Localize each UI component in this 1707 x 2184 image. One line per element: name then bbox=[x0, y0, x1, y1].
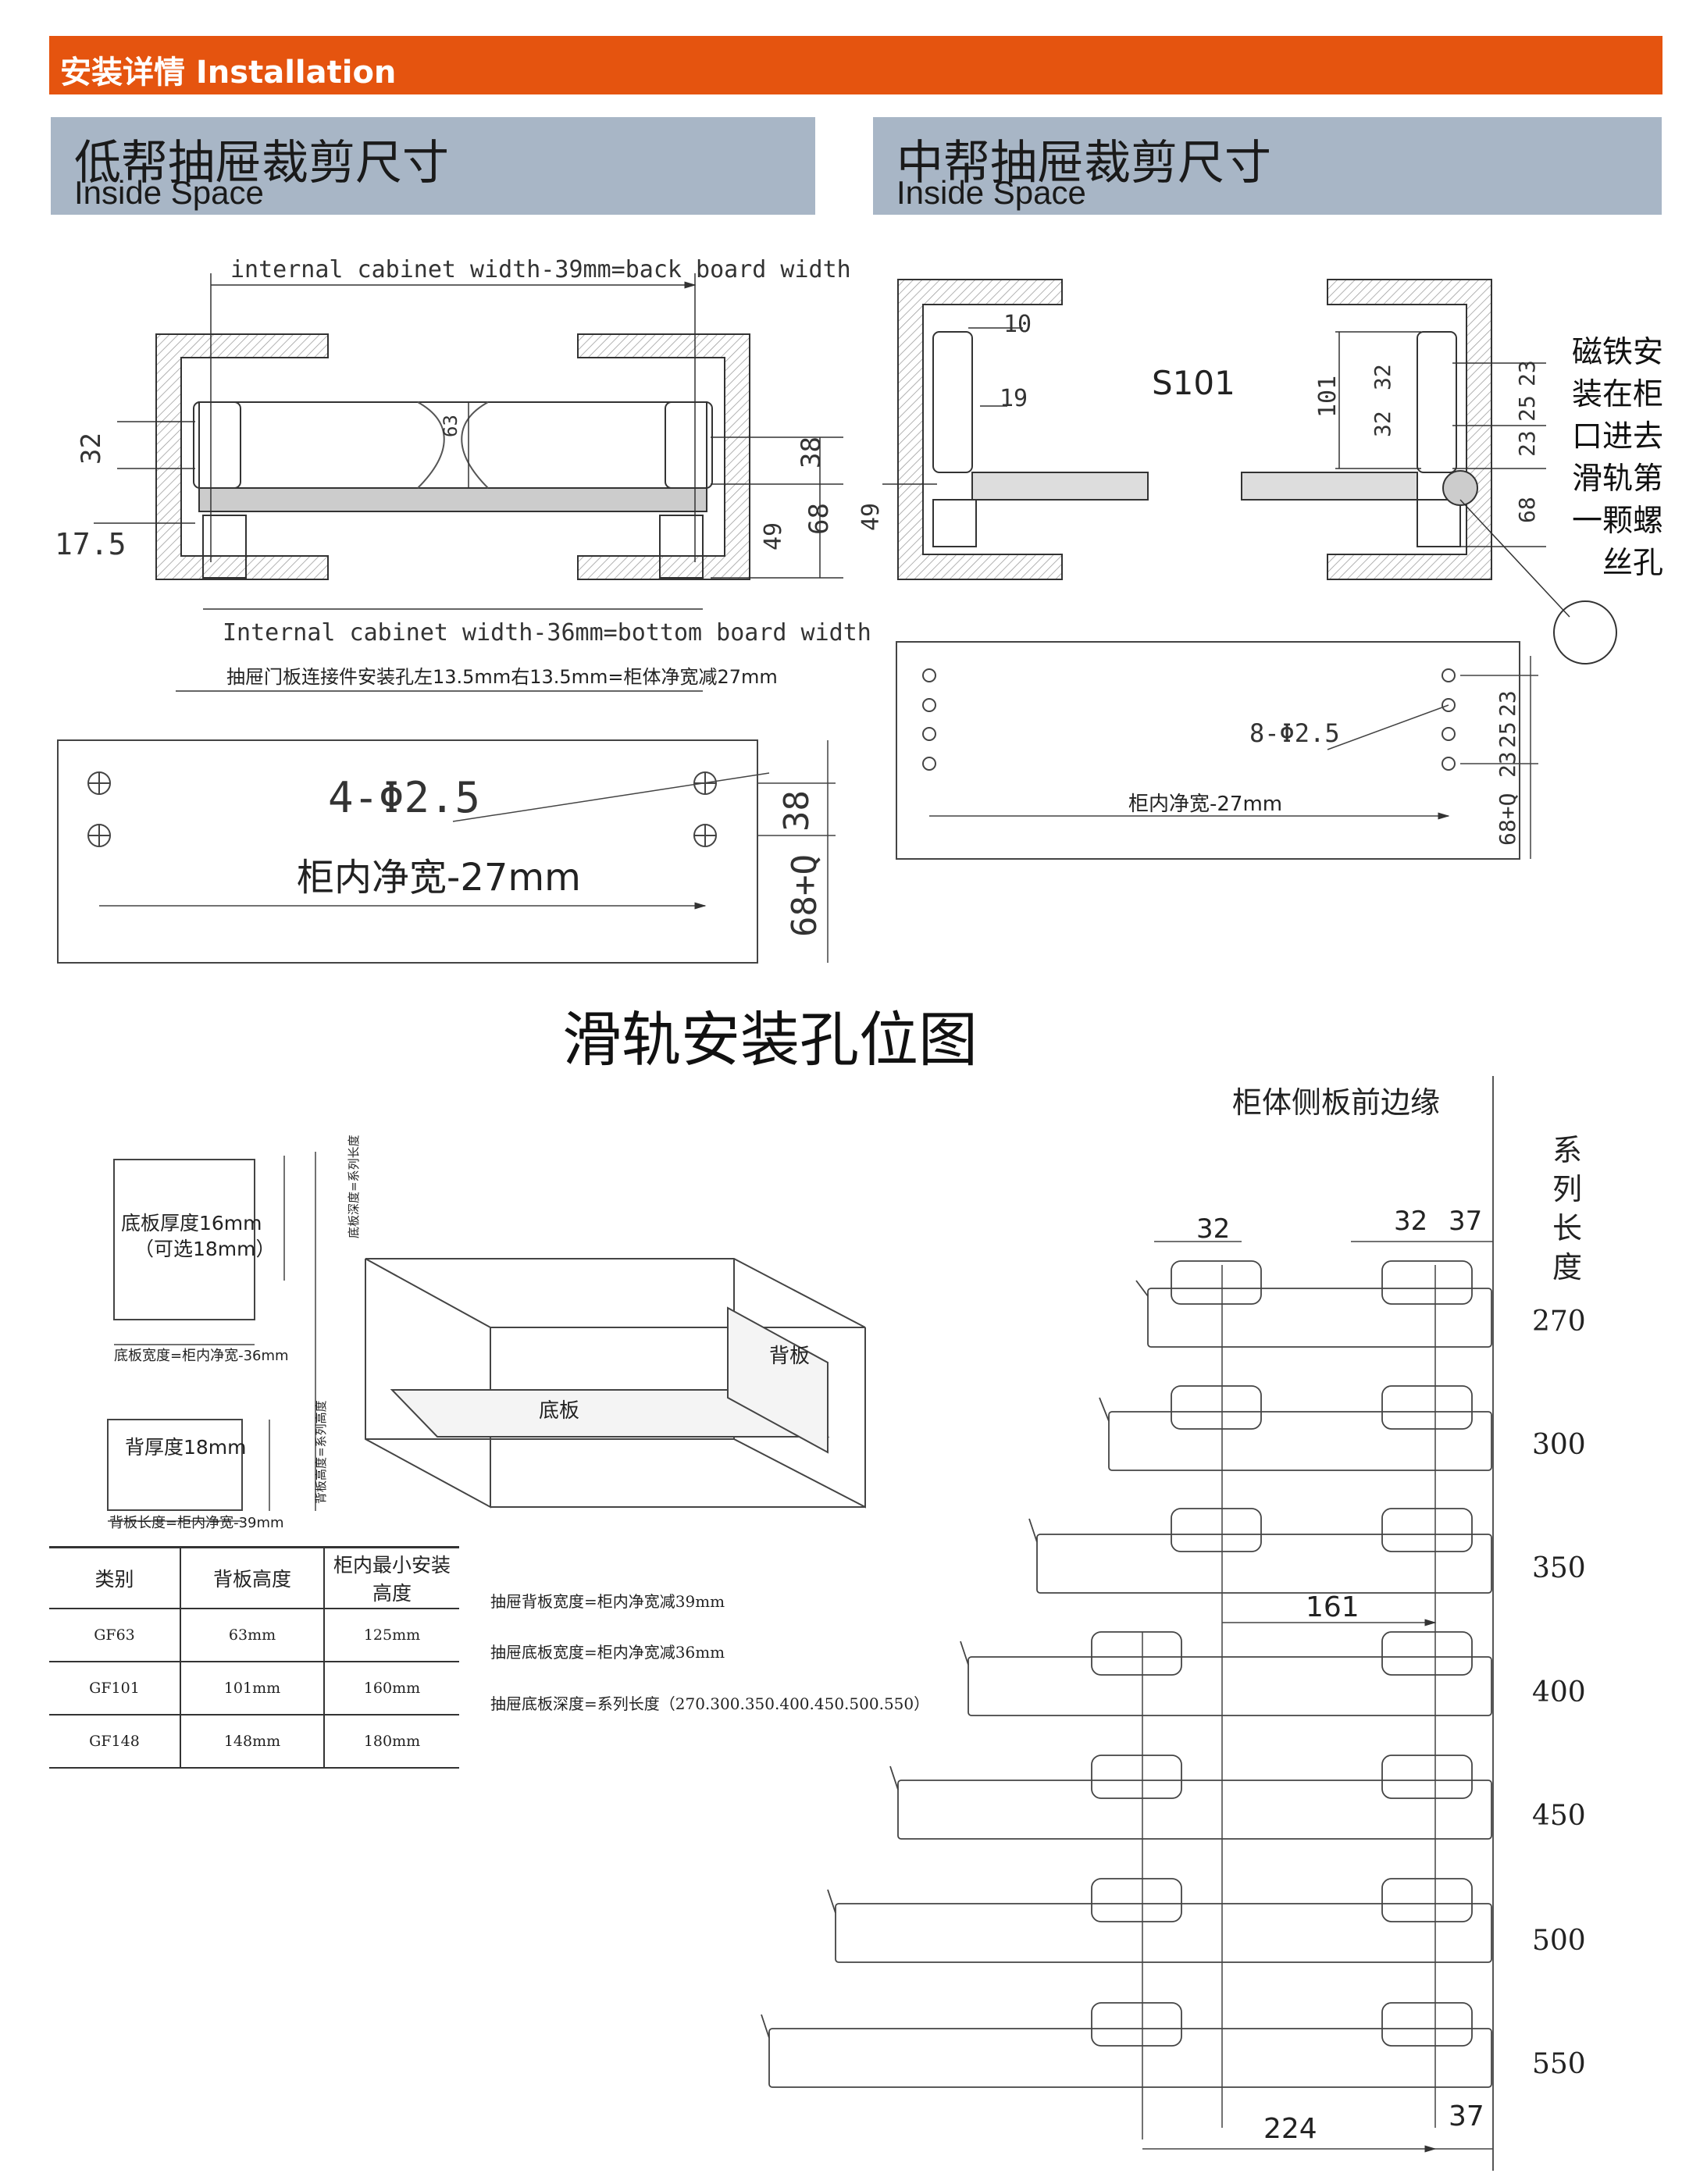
hole-dim-68q-mid: 68+Q bbox=[1495, 793, 1520, 846]
length-550: 550 bbox=[1532, 2048, 1586, 2080]
rail-270 bbox=[1135, 1260, 1492, 1348]
rail-300 bbox=[1099, 1385, 1492, 1471]
back-length-label: 背板长度=柜内净宽-39mm bbox=[109, 1515, 284, 1531]
dim-23-b: 23 bbox=[1514, 430, 1540, 457]
note-bottom-width: 抽屉底板宽度=柜内净宽减36mm bbox=[490, 1643, 725, 1662]
dim-10: 10 bbox=[1003, 311, 1032, 338]
rail-400 bbox=[960, 1631, 1492, 1716]
table-cell: 180mm bbox=[323, 1715, 459, 1769]
table-row: GF63 63mm 125mm bbox=[49, 1609, 459, 1662]
bottom-board-opt: （可选18mm） bbox=[134, 1238, 276, 1260]
front-edge-label: 柜体侧板前边缘 bbox=[1232, 1085, 1440, 1120]
dim-38: 38 bbox=[796, 436, 827, 469]
table-header: 背板高度 bbox=[180, 1546, 324, 1609]
connector-note: 抽屉门板连接件安装孔左13.5mm右13.5mm=柜体净宽减27mm bbox=[226, 666, 778, 688]
rail-500 bbox=[827, 1878, 1492, 1963]
hole-dim-25: 25 bbox=[1495, 721, 1520, 748]
iso-bottom-label: 底板 bbox=[539, 1399, 579, 1423]
dim-37-rail: 37 bbox=[1449, 1206, 1482, 1237]
table-cell: 101mm bbox=[180, 1662, 324, 1715]
length-300: 300 bbox=[1532, 1429, 1586, 1461]
low-drawer-hole-plate bbox=[57, 739, 836, 964]
rail-550 bbox=[761, 2002, 1492, 2088]
rail-section-title: 滑轨安装孔位图 bbox=[562, 1005, 978, 1074]
table-row: GF101 101mm 160mm bbox=[49, 1662, 459, 1715]
hole-dim-23-b: 23 bbox=[1495, 751, 1520, 778]
dim-17-5: 17.5 bbox=[55, 527, 127, 561]
length-500: 500 bbox=[1532, 1925, 1586, 1957]
table-row: GF148 148mm 180mm bbox=[49, 1715, 459, 1769]
table-cell: 63mm bbox=[180, 1609, 324, 1662]
table-cell: 148mm bbox=[180, 1715, 324, 1769]
model-label: S101 bbox=[1152, 364, 1235, 402]
dim-32: 32 bbox=[76, 433, 107, 465]
dim-32-a: 32 bbox=[1370, 364, 1395, 390]
bottom-board-label: 底板厚度16mm bbox=[121, 1212, 262, 1235]
length-450: 450 bbox=[1532, 1800, 1586, 1832]
low-drawer-section bbox=[94, 273, 843, 692]
section-subtitle: Inside Space bbox=[74, 174, 264, 211]
banner-title: 安装详情 Installation bbox=[60, 55, 397, 91]
bottom-depth-label: 底板深度=系列长度 bbox=[347, 1135, 361, 1238]
dim-32-rail-a: 32 bbox=[1196, 1213, 1230, 1245]
table-cell: GF148 bbox=[49, 1715, 180, 1769]
dim-49-mid: 49 bbox=[857, 503, 885, 531]
mid-drawer-hole-plate bbox=[896, 641, 1538, 860]
dim-25: 25 bbox=[1514, 395, 1540, 422]
board-drawings bbox=[107, 1152, 866, 1522]
dim-49: 49 bbox=[760, 522, 787, 550]
section-subtitle: Inside Space bbox=[896, 174, 1086, 211]
rail-450 bbox=[889, 1755, 1492, 1840]
dim-68: 68 bbox=[804, 503, 835, 535]
holes-label: 4-Φ2.5 bbox=[328, 773, 480, 822]
series-length-label: 系列长度 bbox=[1552, 1133, 1582, 1284]
rail-diagrams bbox=[761, 1076, 1494, 2171]
magnet-note: 磁铁安装在柜口进去滑轨第一颗螺丝孔 bbox=[1571, 335, 1663, 581]
dim-224: 224 bbox=[1263, 2113, 1317, 2145]
bottom-dim-label: Internal cabinet width-36mm=bottom board… bbox=[223, 619, 871, 647]
table-cell: 160mm bbox=[323, 1662, 459, 1715]
dim-37-bottom: 37 bbox=[1449, 2100, 1484, 2132]
bottom-width-label: 底板宽度=柜内净宽-36mm bbox=[114, 1348, 289, 1364]
section-title: 低帮抽屉裁剪尺寸 bbox=[74, 136, 449, 191]
header-banner: 安装详情 Installation bbox=[49, 36, 1662, 94]
length-270: 270 bbox=[1532, 1306, 1586, 1338]
back-height-label: 背板高度=系列高度 bbox=[314, 1400, 328, 1504]
dim-23-a: 23 bbox=[1514, 360, 1540, 387]
note-bottom-depth: 抽屉底板深度=系列长度（270.300.350.400.450.500.550） bbox=[490, 1694, 930, 1713]
mid-drawer-section bbox=[882, 279, 1617, 664]
dim-32-b: 32 bbox=[1370, 411, 1395, 437]
table-cell: GF63 bbox=[49, 1609, 180, 1662]
iso-back-label: 背板 bbox=[769, 1345, 810, 1368]
dim-68-mid: 68 bbox=[1514, 497, 1540, 523]
note-back-width: 抽屉背板宽度=柜内净宽减39mm bbox=[490, 1592, 725, 1611]
dim-63: 63 bbox=[440, 415, 461, 437]
holes-label-mid: 8-Φ2.5 bbox=[1249, 718, 1340, 748]
dim-101: 101 bbox=[1314, 376, 1342, 418]
section-header-mid: 中帮抽屉裁剪尺寸 Inside Space bbox=[873, 117, 1662, 215]
hole-dim-68q: 68+Q bbox=[785, 854, 825, 937]
hole-dim-38: 38 bbox=[777, 790, 817, 832]
table-header: 柜内最小安装高度 bbox=[323, 1546, 459, 1609]
length-400: 400 bbox=[1532, 1676, 1586, 1708]
back-board-label: 背厚度18mm bbox=[125, 1436, 247, 1459]
dim-161: 161 bbox=[1306, 1591, 1360, 1623]
section-title: 中帮抽屉裁剪尺寸 bbox=[896, 136, 1271, 191]
table-header: 类别 bbox=[49, 1546, 180, 1609]
rail-350 bbox=[1028, 1508, 1492, 1594]
hole-dim-23-a: 23 bbox=[1495, 690, 1520, 717]
top-dim-label: internal cabinet width-39mm=back board w… bbox=[230, 256, 851, 283]
length-350: 350 bbox=[1532, 1552, 1586, 1584]
section-header-low: 低帮抽屉裁剪尺寸 Inside Space bbox=[51, 117, 815, 215]
dim-19: 19 bbox=[1000, 385, 1028, 412]
table-header-row: 类别 背板高度 柜内最小安装高度 bbox=[49, 1546, 459, 1609]
spec-table: 类别 背板高度 柜内最小安装高度 GF63 63mm 125mm GF101 1… bbox=[49, 1546, 459, 1769]
width-label: 柜内净宽-27mm bbox=[297, 856, 581, 900]
table-cell: GF101 bbox=[49, 1662, 180, 1715]
dim-32-rail-b: 32 bbox=[1394, 1206, 1427, 1237]
table-cell: 125mm bbox=[323, 1609, 459, 1662]
width-label-mid: 柜内净宽-27mm bbox=[1128, 793, 1282, 816]
